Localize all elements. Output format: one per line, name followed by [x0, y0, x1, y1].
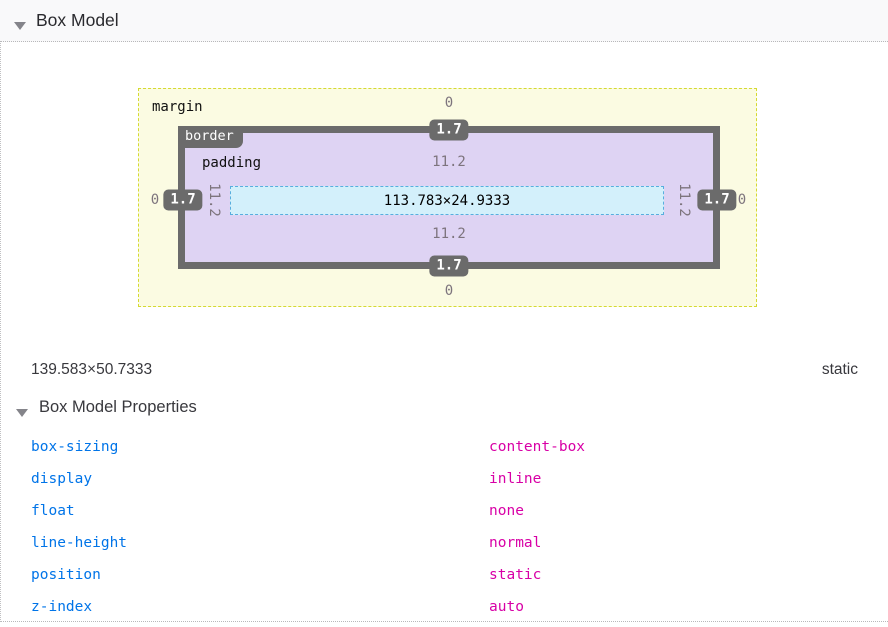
- border-top-value[interactable]: 1.7: [429, 119, 469, 141]
- property-row: line-height normal: [1, 527, 888, 559]
- properties-section-title: Box Model Properties: [39, 398, 197, 416]
- box-model-diagram: margin border padding 113.783×24.9333 0 …: [138, 88, 757, 307]
- property-name: box-sizing: [31, 439, 119, 455]
- padding-region-label: padding: [202, 155, 262, 171]
- element-summary-row: 139.583×50.7333 static: [1, 361, 888, 379]
- property-value: none: [489, 503, 524, 519]
- panel-title: Box Model: [36, 10, 119, 30]
- chevron-down-icon[interactable]: [16, 404, 28, 417]
- property-name: position: [31, 567, 101, 583]
- property-row: position static: [1, 559, 888, 591]
- property-row: float none: [1, 495, 888, 527]
- property-row: display inline: [1, 463, 888, 495]
- padding-bottom-value[interactable]: 11.2: [432, 226, 466, 242]
- properties-list: box-sizing content-box display inline fl…: [1, 431, 888, 623]
- border-right-value[interactable]: 1.7: [697, 189, 737, 211]
- property-value: normal: [489, 535, 542, 551]
- box-model-section-header[interactable]: Box Model: [0, 0, 888, 42]
- content-region[interactable]: 113.783×24.9333: [230, 186, 664, 215]
- border-left-value[interactable]: 1.7: [163, 189, 203, 211]
- margin-right-value[interactable]: 0: [737, 192, 747, 208]
- property-row: z-index auto: [1, 591, 888, 623]
- content-size-value[interactable]: 113.783×24.9333: [383, 192, 511, 209]
- padding-left-value[interactable]: 11.2: [206, 183, 222, 217]
- property-value: inline: [489, 471, 542, 487]
- element-position-value: static: [821, 361, 858, 378]
- property-value: auto: [489, 599, 524, 615]
- margin-bottom-value[interactable]: 0: [444, 283, 454, 299]
- margin-region-label: margin: [152, 99, 203, 115]
- box-model-panel: margin border padding 113.783×24.9333 0 …: [0, 43, 888, 622]
- padding-right-value[interactable]: 11.2: [676, 183, 692, 217]
- margin-top-value[interactable]: 0: [444, 95, 454, 111]
- padding-top-value[interactable]: 11.2: [432, 154, 466, 170]
- property-value: static: [489, 567, 542, 583]
- property-row: box-sizing content-box: [1, 431, 888, 463]
- property-name: display: [31, 471, 93, 487]
- element-size-value: 139.583×50.7333: [31, 361, 153, 378]
- property-name: line-height: [31, 535, 128, 551]
- border-region-label: border: [178, 126, 243, 148]
- chevron-down-icon[interactable]: [14, 17, 26, 30]
- property-value: content-box: [489, 439, 586, 455]
- box-model-properties-header[interactable]: Box Model Properties: [1, 398, 197, 417]
- margin-left-value[interactable]: 0: [150, 192, 160, 208]
- border-bottom-value[interactable]: 1.7: [429, 255, 469, 277]
- property-name: z-index: [31, 599, 93, 615]
- property-name: float: [31, 503, 75, 519]
